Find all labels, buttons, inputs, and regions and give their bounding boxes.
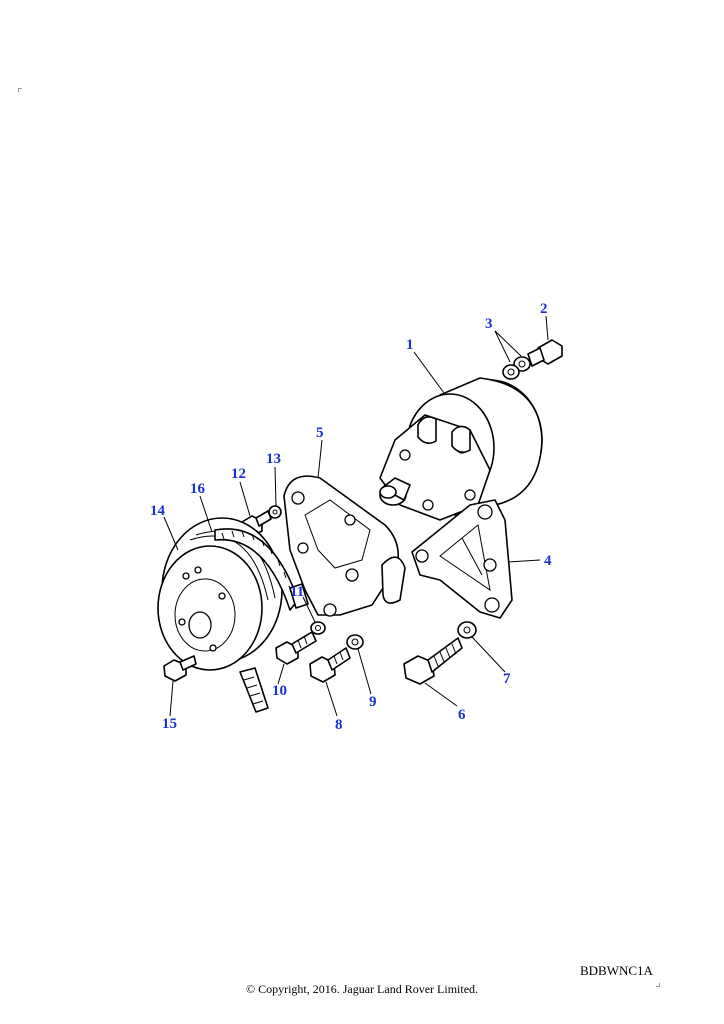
callout-8[interactable]: 8: [335, 717, 343, 733]
washer-11: [310, 621, 326, 635]
callout-4[interactable]: 4: [544, 553, 552, 569]
callout-14[interactable]: 14: [150, 503, 166, 519]
washers-3: [502, 356, 531, 380]
callout-1[interactable]: 1: [406, 337, 414, 353]
callout-15-16-label[interactable]: 16: [190, 481, 206, 497]
front-bracket-4: [411, 499, 513, 619]
callout-15[interactable]: 15: [162, 716, 177, 732]
crop-mark-bottom-right: [656, 983, 660, 987]
washer-7: [457, 621, 477, 639]
callout-3[interactable]: 3: [485, 316, 493, 332]
pulley-14: [157, 517, 283, 671]
callout-9[interactable]: 9: [369, 694, 377, 710]
callout-11[interactable]: 11: [290, 584, 304, 600]
leader-lines: [163, 315, 549, 717]
callout-7[interactable]: 7: [503, 671, 511, 687]
reference-code: BDBWNC1A: [580, 963, 653, 978]
bolt-10: [275, 631, 317, 665]
pump-body: [379, 377, 543, 521]
callout-12[interactable]: 12: [231, 466, 246, 482]
bolt-2: [527, 339, 563, 367]
callout-2[interactable]: 2: [540, 301, 548, 317]
copyright-notice: © Copyright, 2016. Jaguar Land Rover Lim…: [245, 982, 479, 996]
bolt-15: [163, 655, 197, 682]
rear-bracket-5: [283, 475, 406, 617]
callout-5[interactable]: 5: [316, 425, 324, 441]
callout-10[interactable]: 10: [272, 683, 287, 699]
bolt-6: [403, 637, 463, 685]
callout-13[interactable]: 13: [266, 451, 281, 467]
drive-belt-16: [214, 528, 309, 713]
washer-9: [346, 634, 364, 650]
bolt-8: [309, 647, 351, 683]
crop-mark-top-left: [18, 88, 22, 92]
washer-13: [268, 505, 282, 519]
callout-6[interactable]: 6: [458, 707, 466, 723]
